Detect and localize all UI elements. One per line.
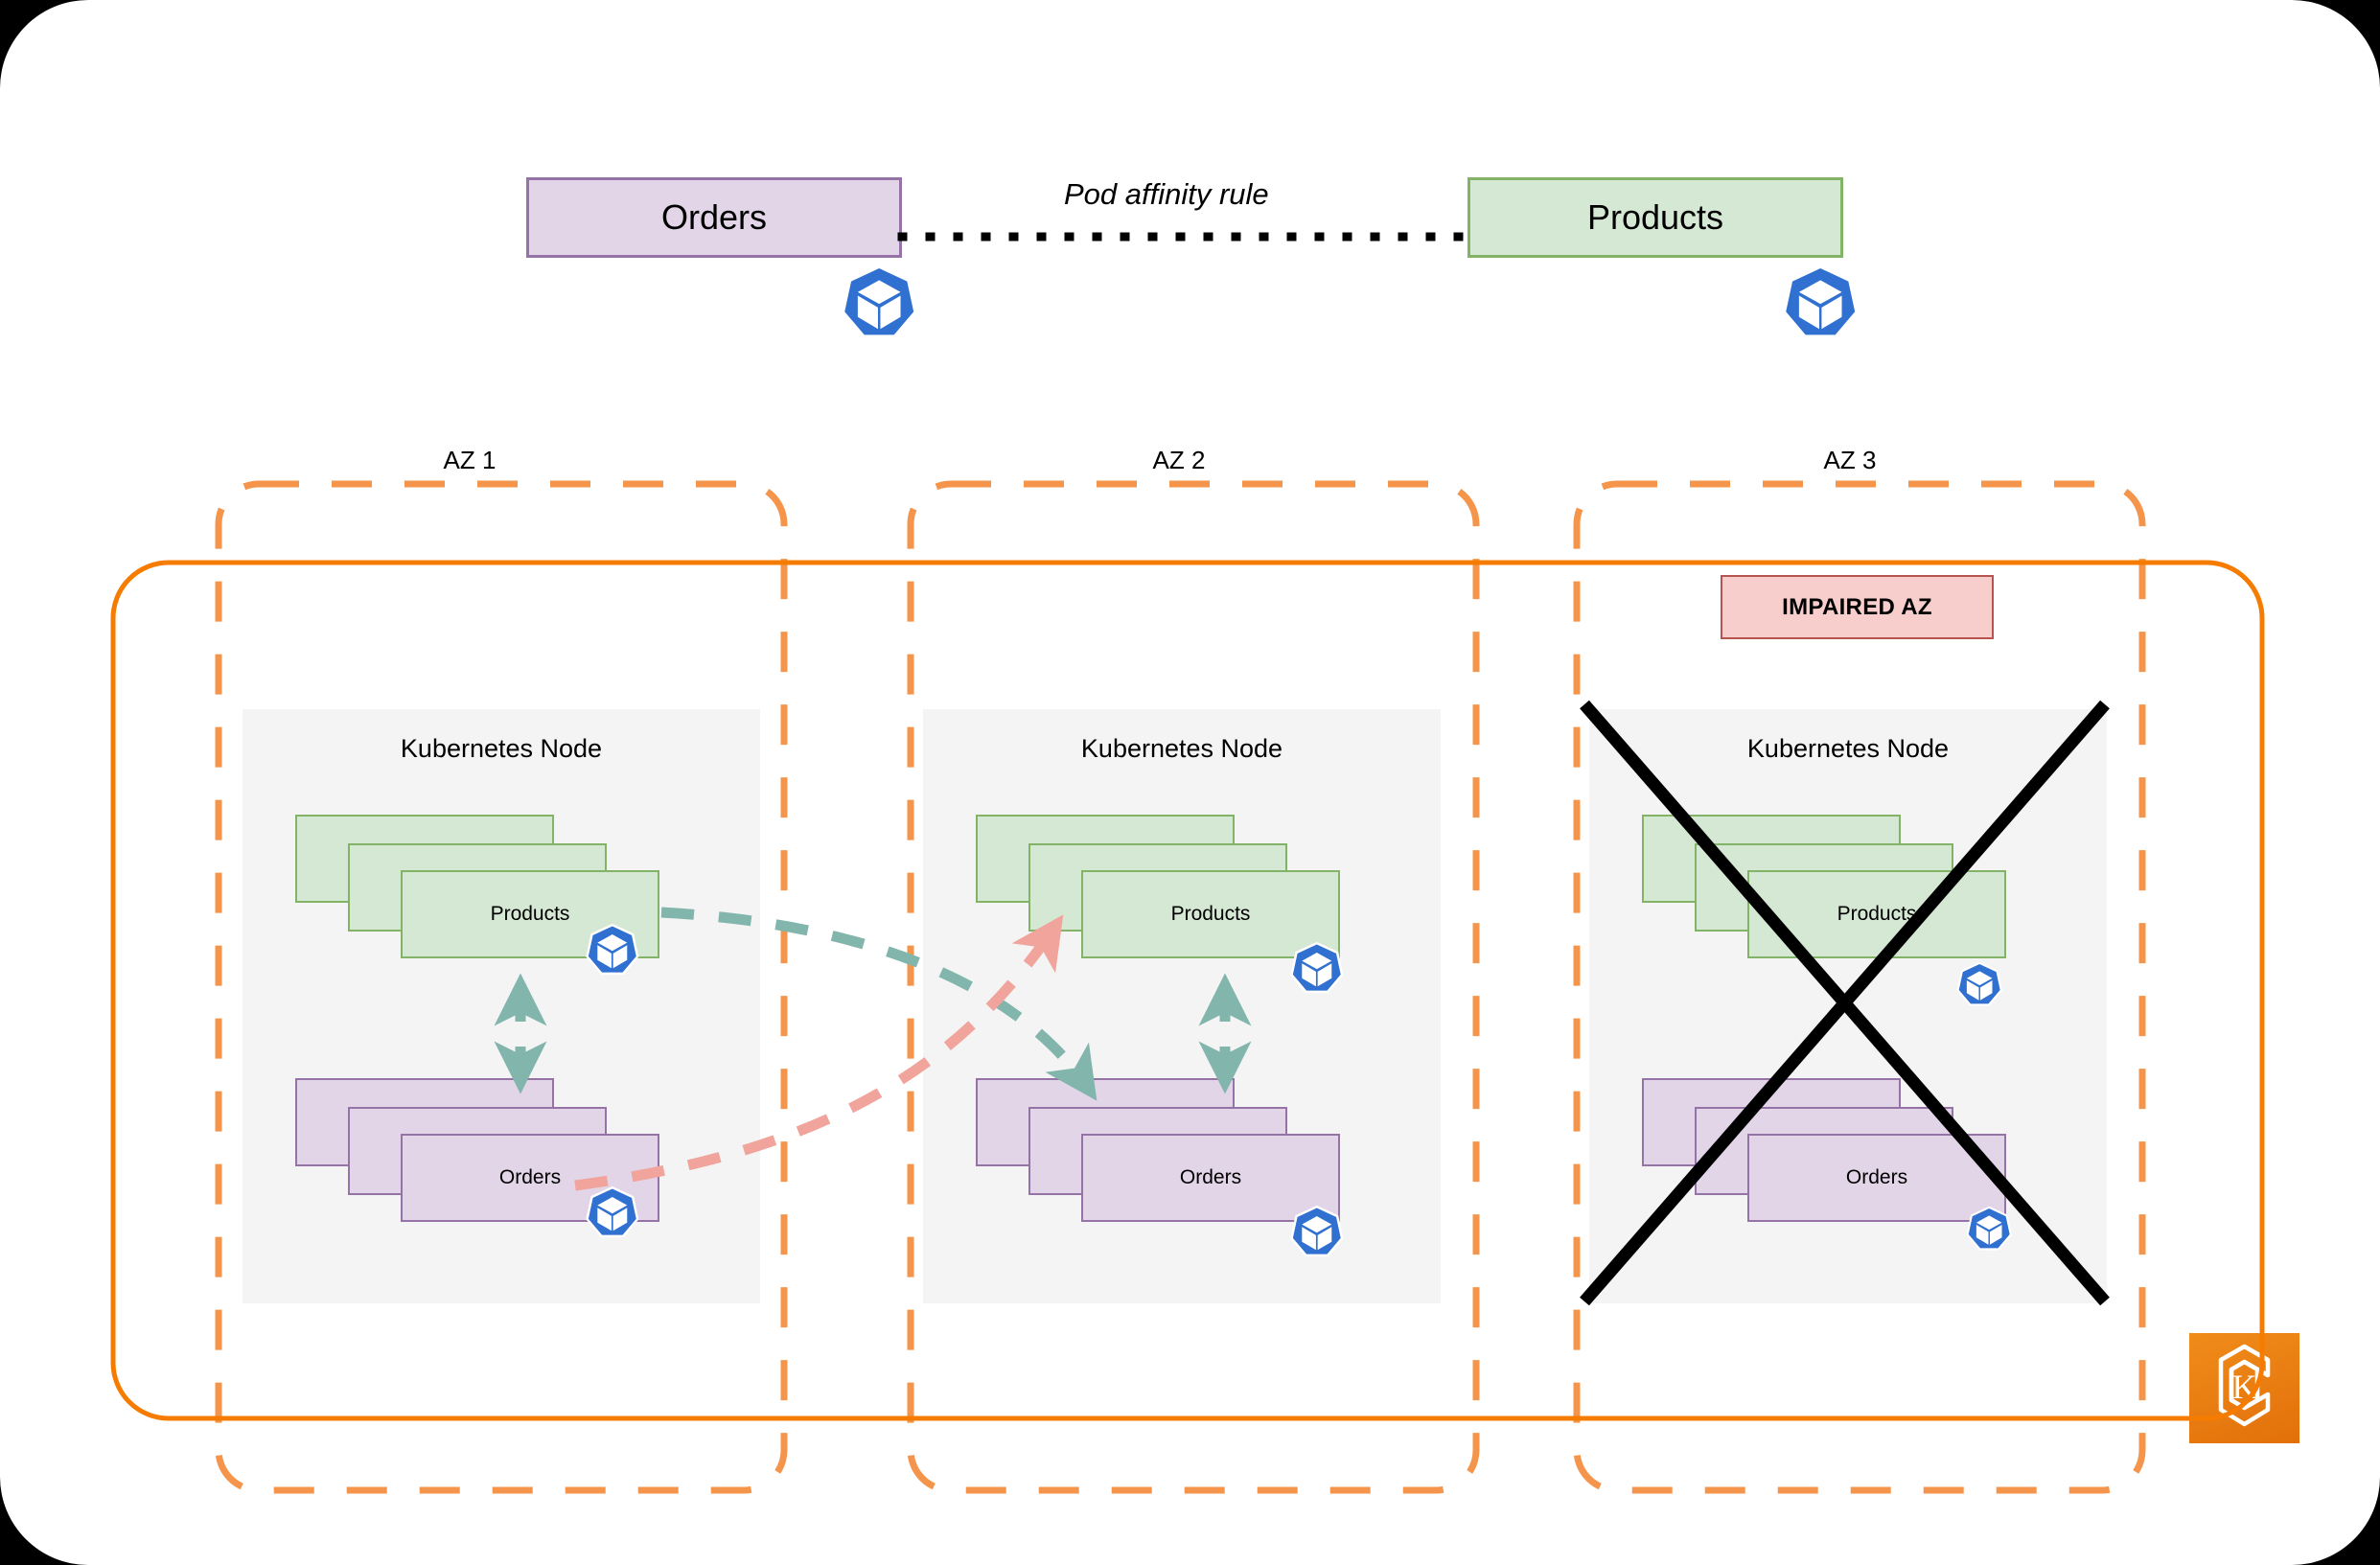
kubernetes-node-az3-title: Kubernetes Node — [1746, 734, 1950, 763]
service-box-orders-label: Orders — [660, 197, 768, 237]
az-label-3: AZ 3 — [1823, 446, 1877, 474]
pod-stack-products[interactable]: Products — [1747, 870, 2006, 958]
kubernetes-node-az2: Kubernetes Node Products Orders — [923, 709, 1441, 1303]
pod-stack-products[interactable]: Products — [401, 870, 659, 958]
kubernetes-node-az2-title: Kubernetes Node — [1080, 734, 1283, 763]
pod-affinity-rule-label: Pod affinity rule — [1064, 177, 1269, 211]
pod-stack-orders[interactable]: Orders — [1747, 1134, 2006, 1222]
status-badge-impaired-az: IMPAIRED AZ — [1721, 575, 1994, 639]
service-box-orders[interactable]: Orders — [526, 177, 902, 258]
pod-stack-orders-label: Orders — [498, 1166, 562, 1188]
kubernetes-pod-icon — [1782, 265, 1859, 339]
pod-stack-orders[interactable]: Orders — [401, 1134, 659, 1222]
pod-stack-orders[interactable]: Orders — [1081, 1134, 1340, 1222]
brand-logo-hexagon-k-icon: K — [2218, 1344, 2271, 1427]
service-box-products[interactable]: Products — [1467, 177, 1843, 258]
pod-stack-products-label: Products — [1170, 903, 1251, 925]
status-badge-impaired-az-label: IMPAIRED AZ — [1782, 593, 1932, 620]
pod-stack-products-label: Products — [1837, 903, 1917, 925]
pod-stack-orders-label: Orders — [1179, 1166, 1242, 1188]
pod-stack-products[interactable]: Products — [1081, 870, 1340, 958]
az-label-2: AZ 2 — [1152, 446, 1206, 474]
brand-logo-letter: K — [2232, 1368, 2257, 1406]
kubernetes-pod-icon — [841, 265, 917, 339]
brand-logo: K — [2189, 1333, 2299, 1443]
service-box-products-label: Products — [1586, 197, 1724, 237]
kubernetes-node-az3: Kubernetes Node Products Orders — [1589, 709, 2107, 1303]
az-label-1: AZ 1 — [443, 446, 497, 474]
kubernetes-node-az1: Kubernetes Node Products Orders — [243, 709, 760, 1303]
pod-stack-orders-label: Orders — [1845, 1166, 1908, 1188]
kubernetes-node-az1-title: Kubernetes Node — [400, 734, 603, 763]
pod-stack-products-label: Products — [490, 903, 570, 925]
